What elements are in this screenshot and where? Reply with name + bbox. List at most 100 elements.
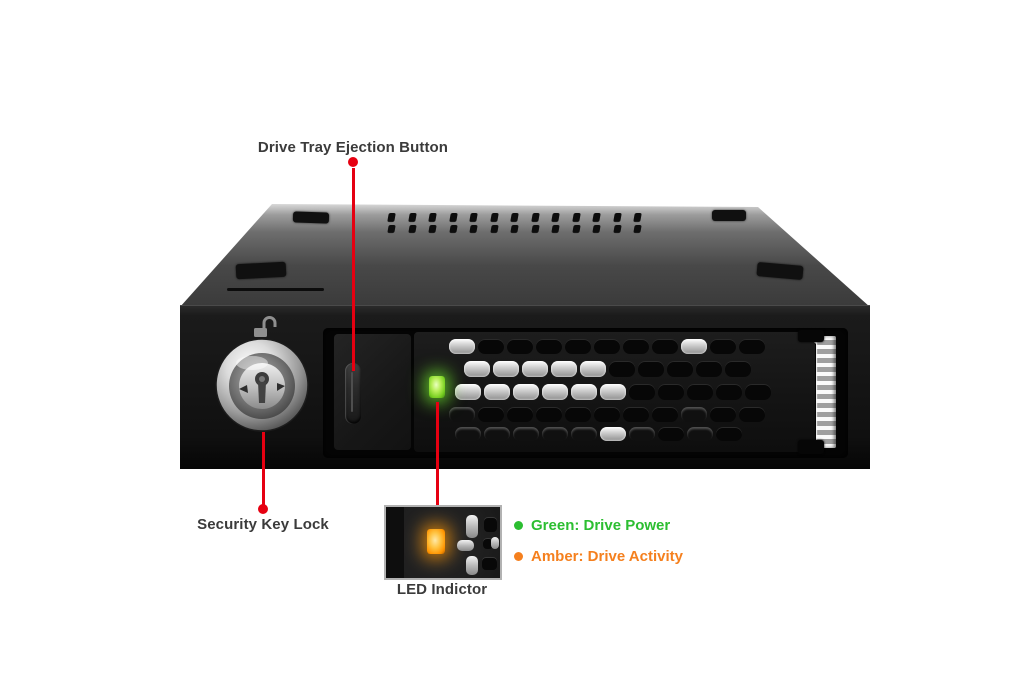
- legend-amber-label: Amber: Drive Activity: [531, 548, 683, 565]
- tray-vent-slot: [716, 384, 742, 400]
- tray-vent-slot: [600, 427, 626, 441]
- top-vent-dash: [407, 213, 417, 222]
- tray-vent-slot: [522, 361, 548, 377]
- tray-vent-slot: [449, 339, 475, 354]
- tray-vent-slot: [658, 384, 684, 400]
- tray-vent-slot: [681, 407, 707, 422]
- label-security-lock: Security Key Lock: [197, 516, 329, 533]
- led-inset-photo: [384, 505, 502, 580]
- inset-vent-slot: [466, 556, 478, 575]
- legend-green-label: Green: Drive Power: [531, 517, 671, 534]
- tray-vent-slot: [507, 407, 533, 422]
- callout-dot-ejection: [348, 157, 358, 167]
- tray-vent-slot: [513, 384, 539, 400]
- tray-vent-slot: [687, 427, 713, 441]
- tray-vent-slot: [681, 339, 707, 354]
- tray-vent-slot: [449, 407, 475, 422]
- tray-vent-slot: [571, 427, 597, 441]
- label-led-indicator: LED Indictor: [396, 581, 488, 598]
- tray-vent-slot: [484, 384, 510, 400]
- tray-vent-slot: [571, 384, 597, 400]
- top-vent-dash: [448, 225, 458, 233]
- tray-vent-slot: [580, 361, 606, 377]
- tray-vent-slot: [513, 427, 539, 441]
- inset-vent-slot: [491, 537, 499, 549]
- tray-vent-slot: [623, 407, 649, 422]
- tray-vent-slot: [507, 339, 533, 354]
- amber-led-dot-icon: [514, 552, 523, 561]
- tray-vent-slot: [652, 407, 678, 422]
- tray-vent-slot: [629, 384, 655, 400]
- inset-vent-slot: [482, 557, 497, 570]
- inset-vent-slot: [484, 517, 497, 532]
- callout-dot-lock: [258, 504, 268, 514]
- tray-vent-slot: [725, 361, 751, 377]
- top-vent-dash: [530, 213, 540, 222]
- handle-latch-bottom: [798, 440, 824, 454]
- callout-line-ejection: [351, 168, 355, 371]
- top-vent-dash: [612, 213, 622, 222]
- tray-vent-slot: [493, 361, 519, 377]
- drive-tray-door: [414, 332, 815, 452]
- tray-vent-slot: [542, 384, 568, 400]
- legend-item-green: Green: Drive Power: [514, 517, 670, 534]
- tray-vent-slot: [478, 407, 504, 422]
- tray-vent-slot: [710, 407, 736, 422]
- tray-vent-slot: [638, 361, 664, 377]
- tray-vent-slot: [667, 361, 693, 377]
- tray-vent-slot: [594, 407, 620, 422]
- tray-ejection-button: [345, 363, 361, 424]
- green-led-dot-icon: [514, 521, 523, 530]
- tray-vent-slot: [551, 361, 577, 377]
- tray-vent-slot: [478, 339, 504, 354]
- top-vent-dash: [407, 225, 417, 233]
- inset-amber-led: [427, 529, 445, 554]
- tray-vent-slot: [745, 384, 771, 400]
- tray-vent-slot: [629, 427, 655, 441]
- tray-vent-slot: [536, 407, 562, 422]
- callout-line-lock: [261, 432, 265, 505]
- top-mounting-slot: [235, 261, 287, 280]
- top-seam: [227, 288, 324, 291]
- top-vent-dash: [489, 213, 499, 222]
- drive-power-led: [429, 376, 445, 398]
- tray-vent-slot: [609, 361, 635, 377]
- tray-vent-slot: [536, 339, 562, 354]
- tray-vent-slot: [565, 339, 591, 354]
- tray-vent-slot: [710, 339, 736, 354]
- tray-vent-slot: [600, 384, 626, 400]
- top-mounting-slot: [292, 211, 330, 224]
- inset-vent-slot: [483, 538, 493, 549]
- tray-vent-slot: [696, 361, 722, 377]
- tray-vent-slot: [658, 427, 684, 441]
- top-vent-dash: [571, 225, 581, 233]
- top-vent-dash: [571, 213, 581, 222]
- callout-line-led: [435, 402, 439, 507]
- top-vent-dash: [489, 225, 499, 233]
- top-mounting-slot: [712, 210, 746, 221]
- tray-vent-slot: [687, 384, 713, 400]
- tray-vent-slot: [455, 427, 481, 441]
- tray-vent-slot: [464, 361, 490, 377]
- tray-vent-slot: [542, 427, 568, 441]
- tray-vent-slot: [739, 407, 765, 422]
- tray-vent-slot: [484, 427, 510, 441]
- tray-vent-slot: [594, 339, 620, 354]
- inset-vent-slot: [466, 515, 478, 538]
- top-vent-dash: [612, 225, 622, 233]
- inset-vent-slot: [457, 540, 474, 551]
- ejection-button-ridge: [351, 372, 353, 412]
- inset-shadow-band: [386, 507, 404, 578]
- tray-vent-slot: [455, 384, 481, 400]
- tray-vent-slot: [739, 339, 765, 354]
- security-key-lock: [215, 338, 309, 432]
- tray-vent-slot: [623, 339, 649, 354]
- top-vent-dash: [448, 213, 458, 222]
- legend-item-amber: Amber: Drive Activity: [514, 548, 683, 565]
- handle-latch-top: [798, 330, 824, 342]
- tray-vent-slot: [716, 427, 742, 441]
- label-ejection-button: Drive Tray Ejection Button: [257, 139, 449, 156]
- tray-vent-slot: [652, 339, 678, 354]
- top-vent-dash: [530, 225, 540, 233]
